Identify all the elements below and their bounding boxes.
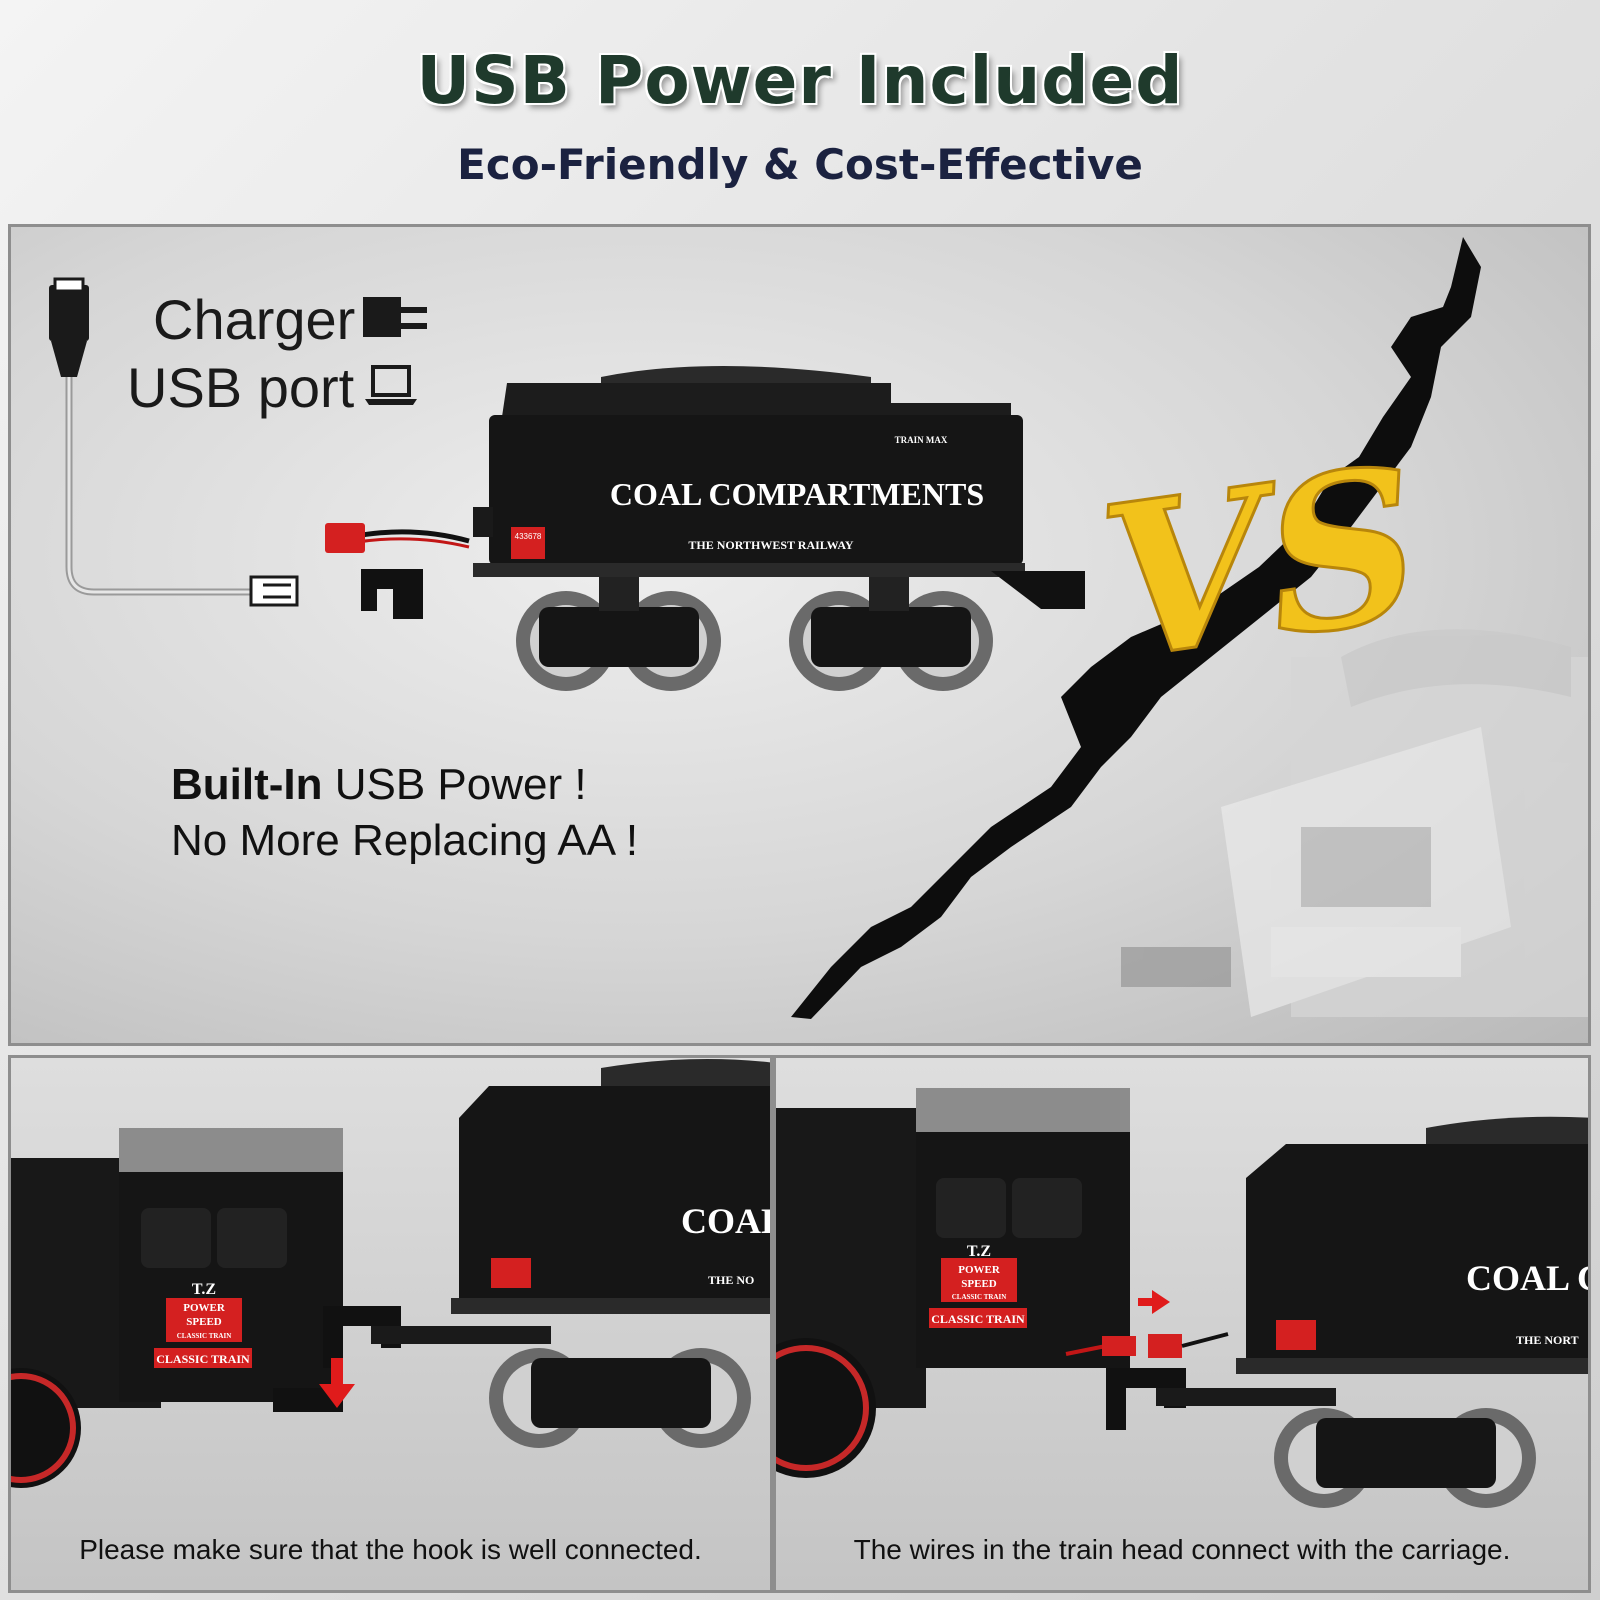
tender-main-text: COAL — [681, 1201, 773, 1241]
wire-connector — [1065, 1332, 1229, 1358]
wire-caption: The wires in the train head connect with… — [853, 1534, 1511, 1565]
loco-speed-label: SPEED — [186, 1316, 222, 1328]
loco-classic-label: CLASSIC TRAIN — [177, 1332, 232, 1340]
laptop-icon — [365, 365, 417, 405]
coal-tender-car: COAL THE NO — [451, 1059, 773, 1448]
arrow-down-icon — [319, 1358, 355, 1408]
loco-plate-label: CLASSIC TRAIN — [156, 1352, 250, 1366]
tender-sub-text: THE NORT — [1516, 1333, 1579, 1347]
red-wire-connector — [325, 523, 470, 553]
loco-speed-label: SPEED — [961, 1278, 997, 1290]
hook-connection-panel: T.Z POWER SPEED CLASSIC TRAIN CLASSIC TR… — [8, 1055, 773, 1593]
usb-cable — [49, 277, 299, 607]
loco-power-label: POWER — [183, 1302, 226, 1314]
usb-port-label: USB port — [127, 356, 355, 419]
built-in-rest: USB Power ! — [322, 760, 587, 809]
loco-tz-label: T.Z — [192, 1281, 216, 1298]
wire-connection-panel: T.Z POWER SPEED CLASSIC TRAIN CLASSIC TR… — [773, 1055, 1591, 1593]
hook-illustration: T.Z POWER SPEED CLASSIC TRAIN CLASSIC TR… — [11, 1059, 773, 1488]
locomotive: T.Z POWER SPEED CLASSIC TRAIN CLASSIC TR… — [11, 1128, 343, 1488]
loco-plate-label: CLASSIC TRAIN — [931, 1312, 1025, 1326]
top-panel-illustration: COAL COMPARTMENTS THE NORTHWEST RAILWAY … — [49, 237, 1588, 1019]
no-more-aa-text: No More Replacing AA ! — [171, 816, 639, 865]
tender-main-text: COAL COMPARTMENTS — [610, 476, 984, 512]
loco-classic-label: CLASSIC TRAIN — [952, 1293, 1007, 1301]
loco-power-label: POWER — [958, 1264, 1001, 1276]
charger-label: Charger — [153, 288, 356, 351]
loco-tz-label: T.Z — [967, 1243, 991, 1260]
crack-graphic — [791, 237, 1481, 1019]
page-title: USB Power Included — [416, 42, 1184, 119]
tender-brand-text: TRAIN MAX — [895, 435, 948, 445]
coupler-hook — [1106, 1368, 1336, 1430]
hook-caption: Please make sure that the hook is well c… — [79, 1534, 702, 1565]
page-subtitle: Eco-Friendly & Cost-Effective — [457, 140, 1143, 189]
wire-illustration: T.Z POWER SPEED CLASSIC TRAIN CLASSIC TR… — [776, 1088, 1591, 1508]
coal-tender-car: COAL COMPARTMENTS THE NORTHWEST RAILWAY … — [361, 366, 1085, 691]
blurred-battery-car — [1121, 629, 1588, 1017]
arrow-right-icon — [1138, 1290, 1170, 1314]
charger-icon — [363, 297, 427, 337]
tender-main-text: COAL C — [1466, 1258, 1591, 1298]
built-in-bold: Built-In — [171, 760, 323, 809]
tender-sub-text: THE NO — [708, 1273, 754, 1287]
tender-sticker: 433678 — [515, 532, 542, 541]
locomotive: T.Z POWER SPEED CLASSIC TRAIN CLASSIC TR… — [776, 1088, 1130, 1478]
tender-sub-text: THE NORTHWEST RAILWAY — [688, 538, 854, 552]
coal-tender-car: COAL C THE NORT — [1236, 1116, 1591, 1508]
built-in-text: Built-In USB Power ! No More Replacing A… — [171, 757, 638, 869]
usb-power-panel: COAL COMPARTMENTS THE NORTHWEST RAILWAY … — [8, 224, 1591, 1046]
